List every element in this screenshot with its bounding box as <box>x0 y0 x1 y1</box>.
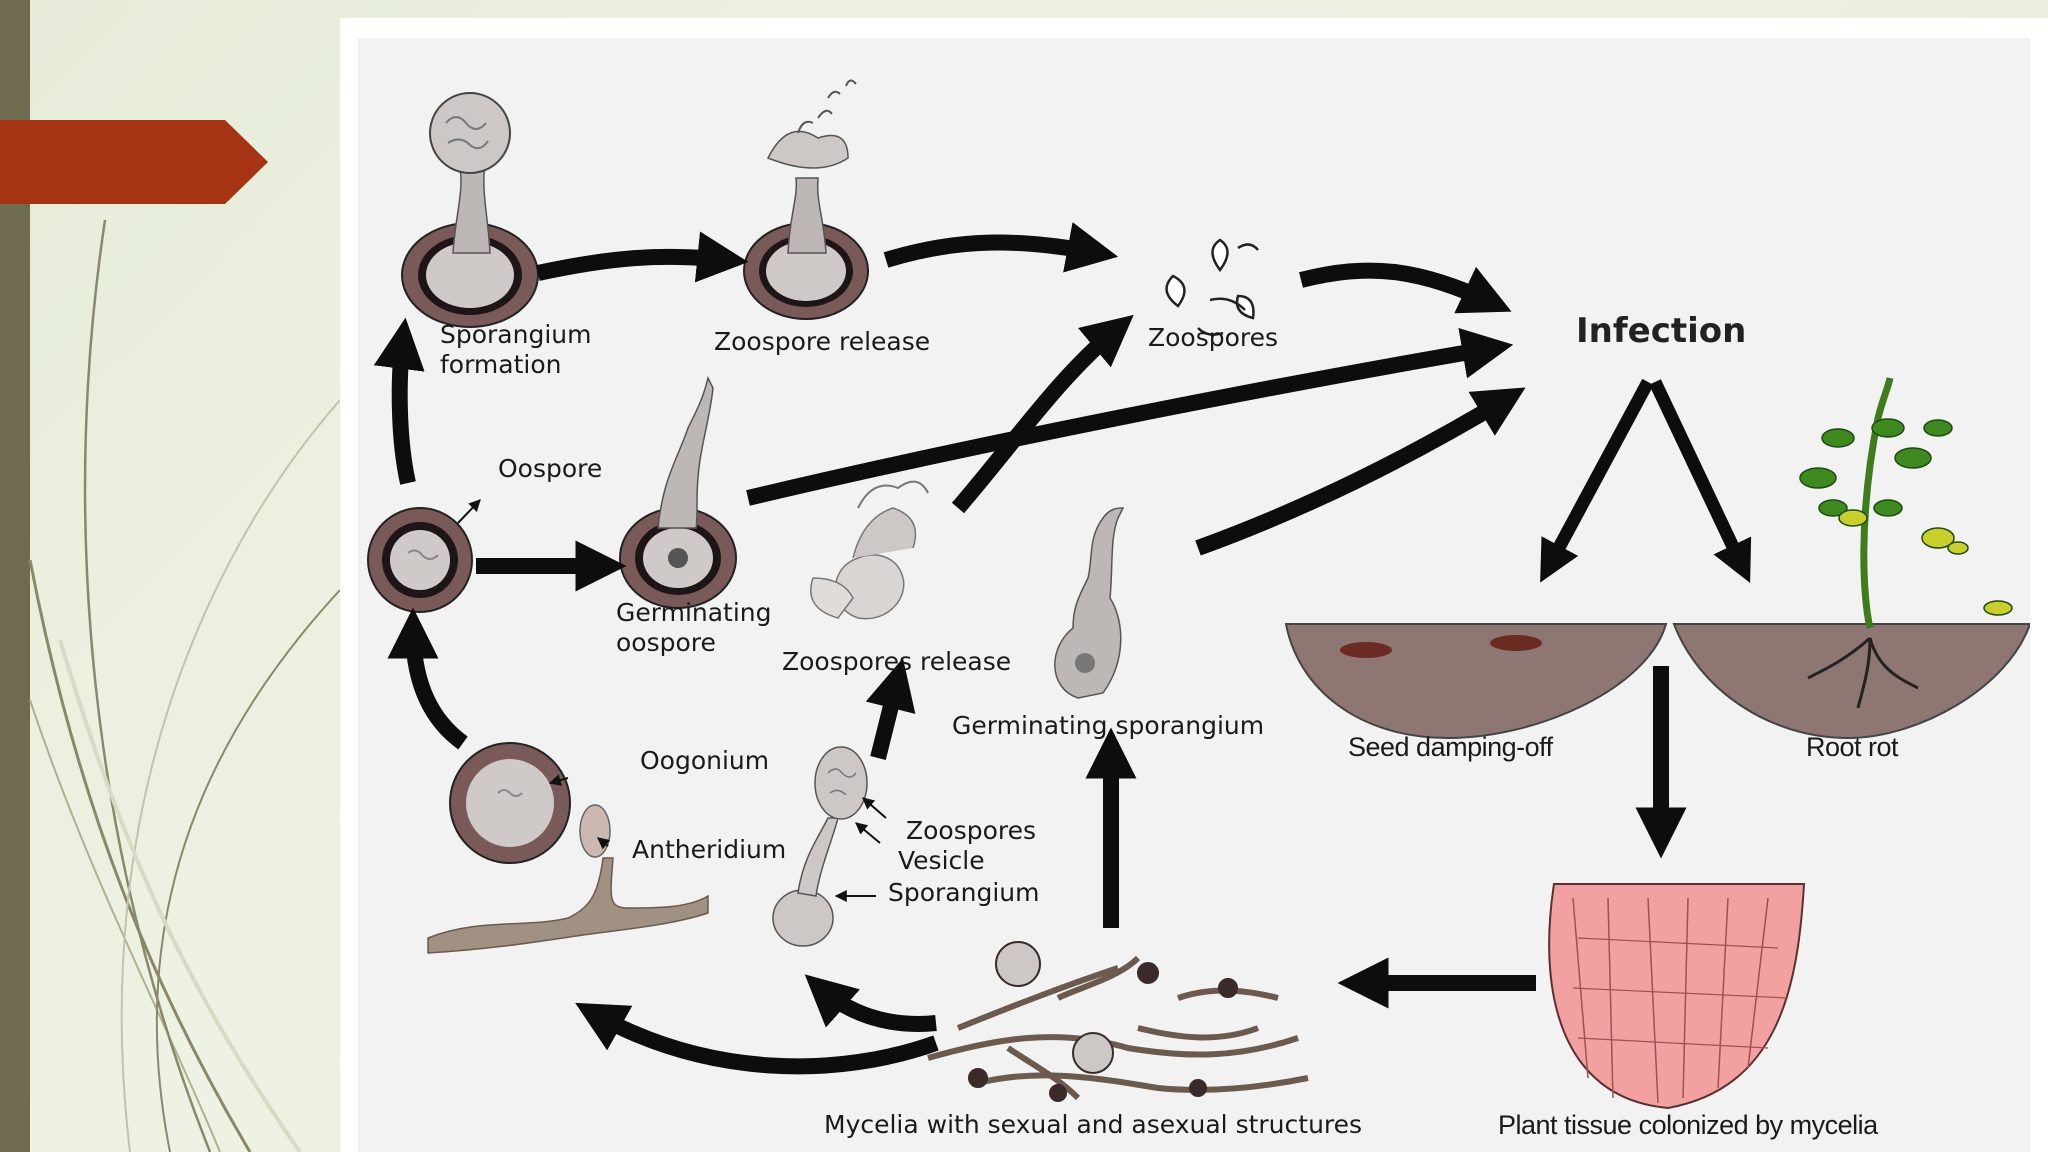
title-arrow-tab <box>0 120 268 204</box>
label-oospore: Oospore <box>498 454 603 483</box>
label-mycelia: Mycelia with sexual and asexual structur… <box>824 1110 1363 1139</box>
cycle-arrows <box>373 222 1687 1075</box>
label-zoospores-top: Zoospores <box>1148 323 1279 352</box>
label-plant-tissue: Plant tissue colonized by mycelia <box>1498 1110 1878 1140</box>
label-infection: Infection <box>1576 311 1747 351</box>
plant-leaves <box>1799 418 2013 616</box>
label-antheridium: Antheridium <box>632 835 787 864</box>
label-sporangium: Sporangium <box>888 878 1040 907</box>
plant-tissue-figure <box>1548 883 1806 1110</box>
oogonium-figure <box>427 742 709 954</box>
label-zoospores-release: Zoospores release <box>782 647 1012 676</box>
label-zoospore-release: Zoospore release <box>714 327 931 356</box>
oospore-figure <box>367 499 481 613</box>
decorative-lines <box>28 219 341 1152</box>
label-seed-damping-off: Seed damping-off <box>1348 732 1553 762</box>
label-root-rot: Root rot <box>1806 732 1899 762</box>
mycelia-figure <box>927 955 1309 1101</box>
germinating-sporangium-figure <box>1054 507 1125 699</box>
label-sporangium-formation: Sporangium formation <box>440 320 592 379</box>
pythium-life-cycle-diagram: Sporangium formation Zoospore release Zo… <box>358 38 2030 1152</box>
root-rot-figure <box>1672 377 2030 740</box>
label-vesicle: Vesicle <box>898 846 985 875</box>
zoospores-release-figure <box>810 480 929 620</box>
label-germinating-oospore: Germinating oospore <box>616 598 772 657</box>
seed-damping-off-figure <box>1284 623 1668 740</box>
infection-split-arrows <box>1540 378 1752 584</box>
germinating-oospore-figure <box>619 375 737 609</box>
diagram-panel: Sporangium formation Zoospore release Zo… <box>340 18 2048 1152</box>
label-germinating-sporangium: Germinating sporangium <box>952 711 1265 740</box>
sporangium-vesicle-figure <box>772 746 887 947</box>
label-oogonium: Oogonium <box>640 746 770 775</box>
mycelia-spores <box>968 941 1238 1102</box>
zoospores-figure <box>1165 238 1259 336</box>
label-zoospores-small: Zoospores <box>906 816 1037 845</box>
sporangium-formation-figure <box>401 92 539 328</box>
zoospore-release-figure <box>743 79 869 320</box>
